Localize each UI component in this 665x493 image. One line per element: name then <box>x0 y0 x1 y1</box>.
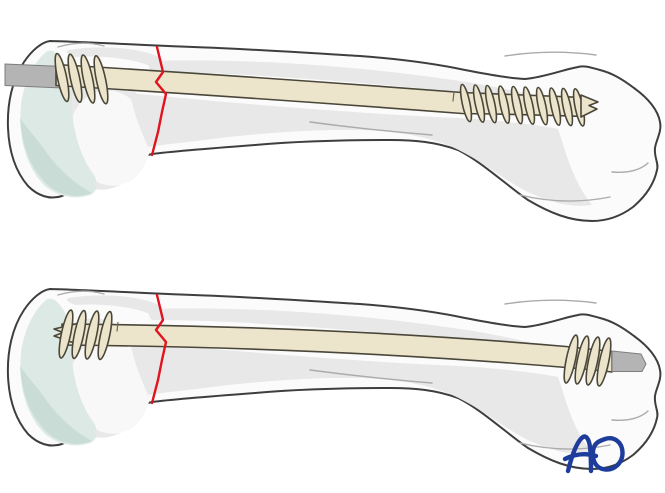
ao-logo-letter-o <box>590 436 625 472</box>
ao-logo-letter-a <box>565 434 594 474</box>
thread-start-mark <box>116 321 119 332</box>
screw-top <box>4 51 599 128</box>
driver-shaft-right <box>611 350 647 372</box>
ao-logo <box>562 434 625 474</box>
panel-bottom-retrograde <box>6 288 662 470</box>
screw-bottom <box>53 308 647 388</box>
screw-tip <box>580 94 599 118</box>
thread-start-mark <box>452 91 455 102</box>
driver-shaft-left <box>4 63 63 89</box>
panel-top-antegrade <box>4 40 662 222</box>
